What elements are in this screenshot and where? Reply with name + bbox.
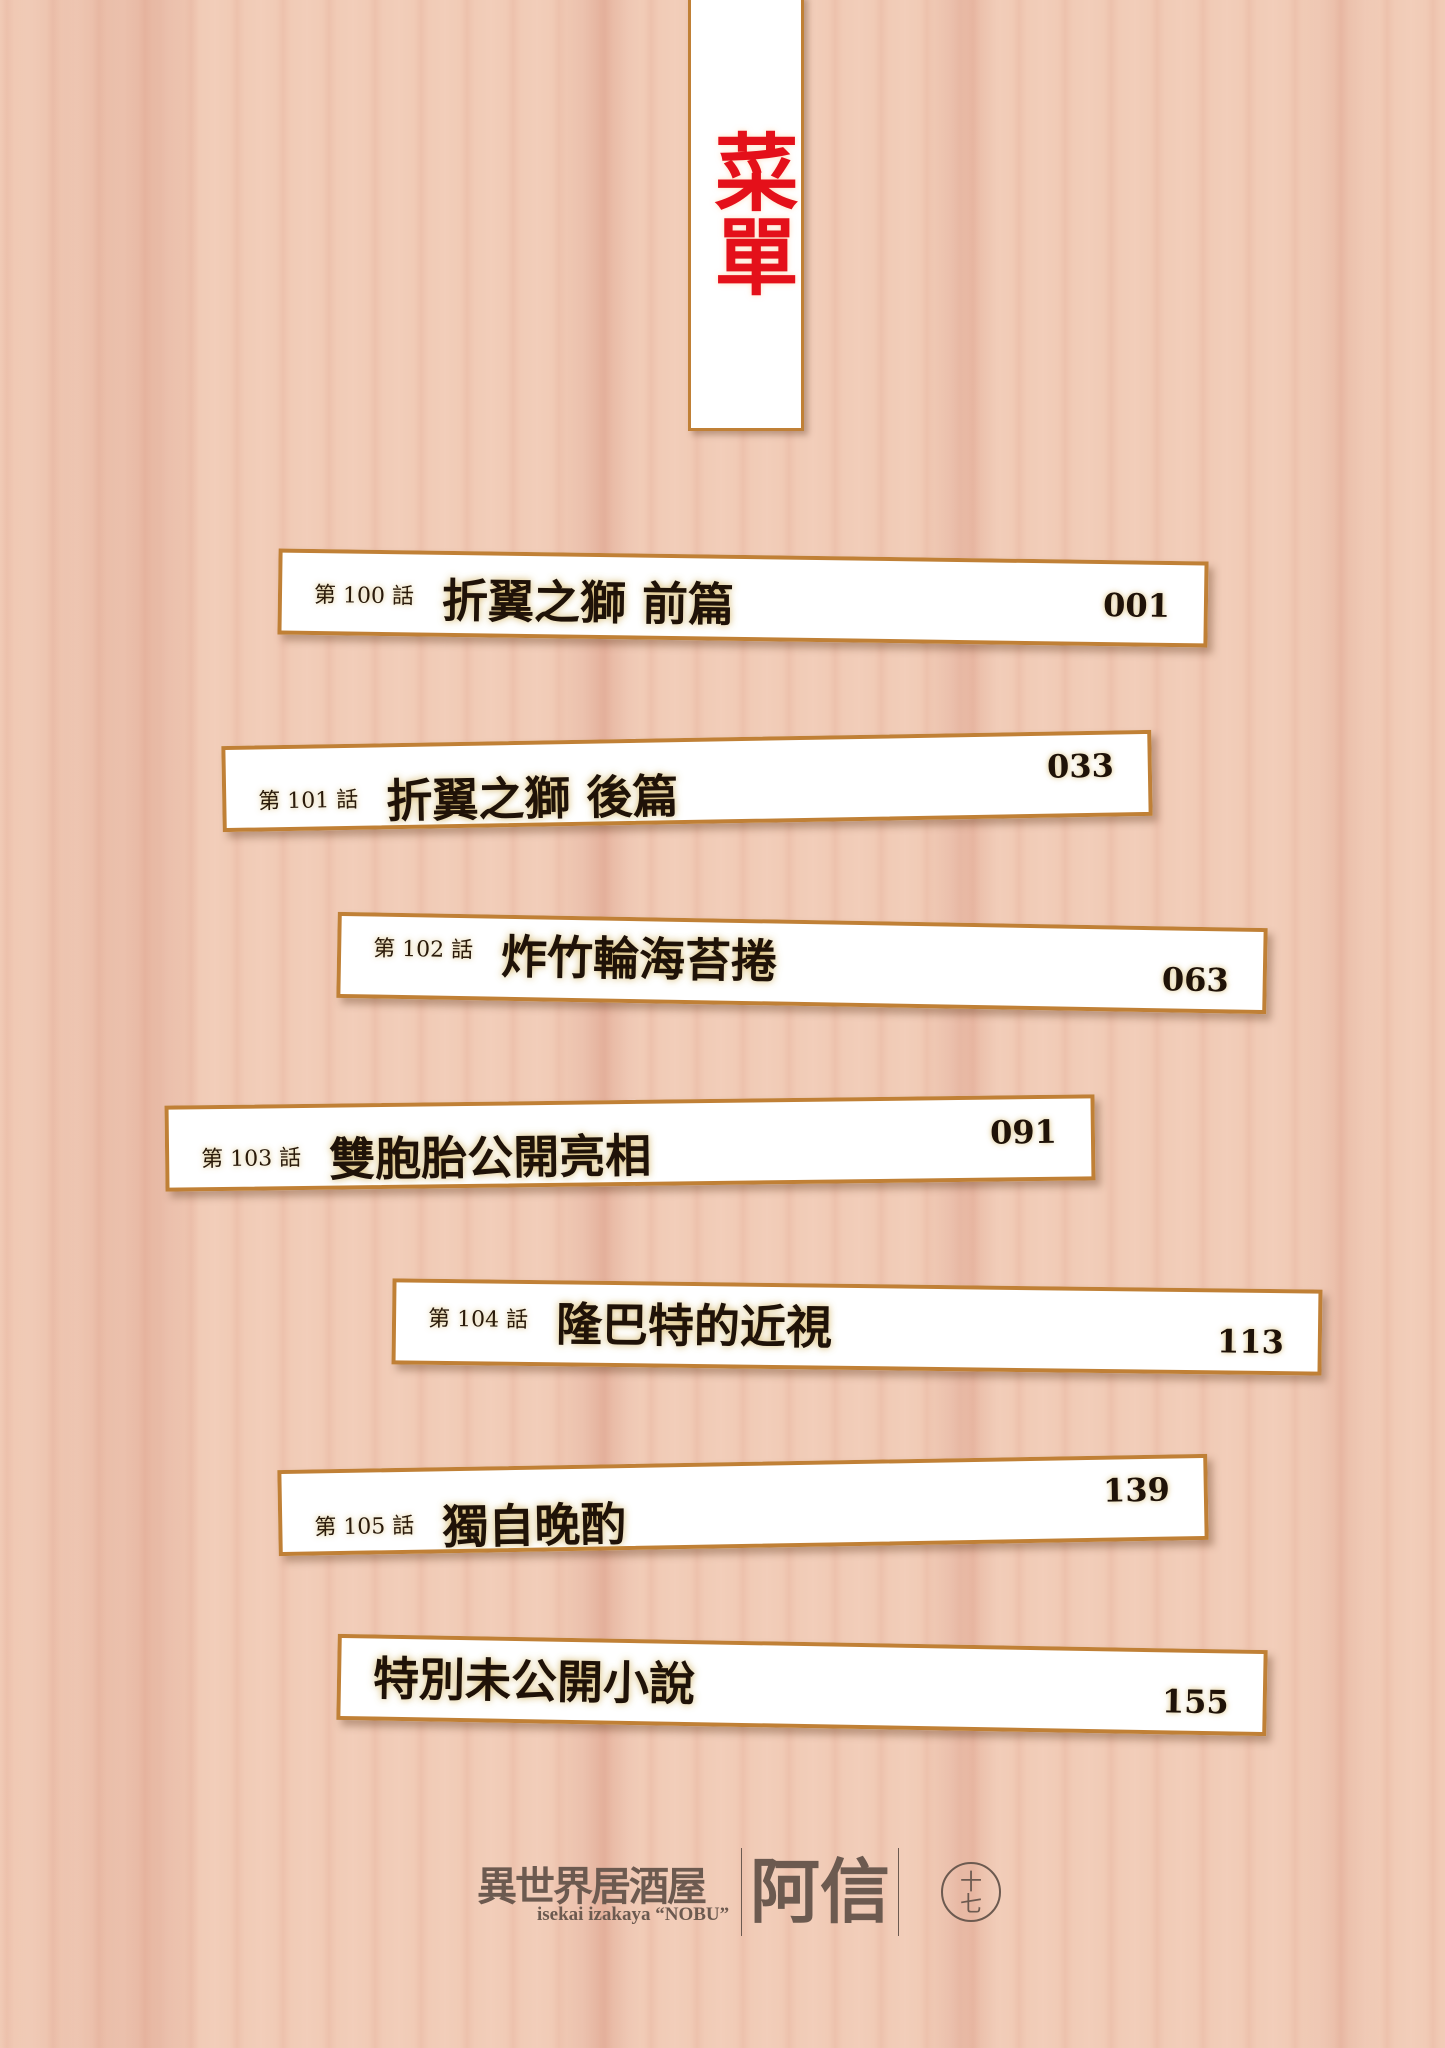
chapter-page: 091 — [989, 1112, 1058, 1152]
menu-banner: 菜單 — [688, 0, 804, 431]
chapter-page: 033 — [1046, 746, 1115, 786]
chapter-episode: 第 105 話 — [314, 1513, 415, 1541]
chapter-entry[interactable]: 第 100 話 折翼之獅 前篇 001 — [277, 548, 1209, 648]
chapter-entry[interactable]: 第 104 話 隆巴特的近視 113 — [391, 1278, 1323, 1376]
chapter-entry[interactable]: 第 103 話 雙胞胎公開亮相 091 — [164, 1094, 1096, 1192]
chapter-page: 113 — [1216, 1322, 1285, 1362]
chapter-title: 折翼之獅 前篇 — [441, 573, 735, 632]
chapter-title: 折翼之獅 後篇 — [385, 769, 679, 829]
chapter-page: 139 — [1102, 1470, 1171, 1510]
logo-japanese: 異世界居酒屋 — [477, 1864, 707, 1910]
chapter-episode: 第 100 話 — [313, 583, 415, 610]
chapter-title: 隆巴特的近視 — [555, 1297, 833, 1355]
chapter-episode: 第 104 話 — [427, 1306, 529, 1333]
chapter-entry[interactable]: 第 101 話 折翼之獅 後篇 033 — [221, 729, 1153, 833]
menu-title: 菜單 — [701, 129, 800, 297]
chapter-entry[interactable]: 第 102 話 炸竹輪海苔捲 063 — [336, 911, 1268, 1015]
chapter-title: 炸竹輪海苔捲 — [500, 929, 778, 989]
chapter-episode: 第 103 話 — [201, 1146, 302, 1173]
chapter-episode: 第 102 話 — [372, 936, 474, 964]
chapter-page: 001 — [1102, 586, 1171, 625]
chapter-entry[interactable]: 特別未公開小說 155 — [336, 1633, 1268, 1737]
chapter-entry[interactable]: 第 105 話 獨自晚酌 139 — [277, 1453, 1209, 1557]
series-logo: 異世界居酒屋 isekai izakaya “NOBU” 阿信 十七 — [477, 1848, 1017, 1940]
volume-number: 十七 — [941, 1862, 1001, 1922]
logo-english: isekai izakaya “NOBU” — [537, 1904, 730, 1925]
chapter-title: 獨自晚酌 — [441, 1497, 627, 1555]
logo-name: 阿信 — [741, 1848, 899, 1936]
chapter-title: 特別未公開小說 — [372, 1651, 696, 1712]
chapter-page: 155 — [1161, 1682, 1230, 1722]
chapter-title: 雙胞胎公開亮相 — [328, 1128, 652, 1187]
chapter-episode: 第 101 話 — [258, 787, 359, 815]
chapter-page: 063 — [1161, 960, 1230, 1000]
